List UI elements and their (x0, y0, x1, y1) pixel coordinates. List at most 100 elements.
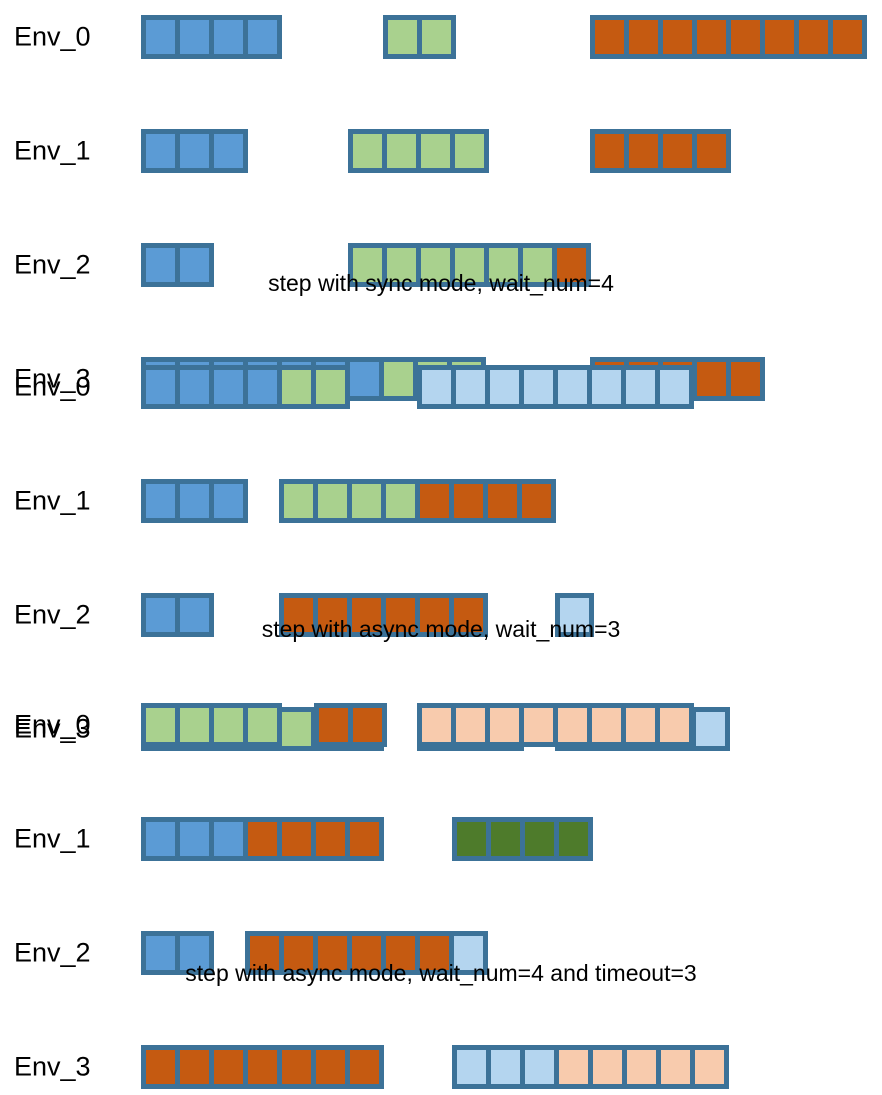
timeline-cell-green[interactable] (284, 483, 313, 518)
timeline-cell-green[interactable] (353, 133, 382, 168)
timeline-bar[interactable] (383, 14, 456, 59)
timeline-cell-peach[interactable] (456, 707, 485, 742)
timeline-cell-orange[interactable] (386, 597, 415, 632)
timeline-cell-lightblue[interactable] (525, 1049, 554, 1084)
timeline-cell-blue[interactable] (248, 369, 277, 404)
timeline-cell-orange[interactable] (799, 19, 828, 54)
timeline-cell-lightblue[interactable] (422, 369, 451, 404)
timeline-bar[interactable] (452, 816, 593, 861)
timeline-bar[interactable] (555, 592, 594, 637)
timeline-cell-orange[interactable] (663, 133, 692, 168)
timeline-cell-green[interactable] (387, 133, 416, 168)
timeline-cell-blue[interactable] (180, 483, 209, 518)
timeline-cell-orange[interactable] (146, 1049, 175, 1084)
timeline-cell-blue[interactable] (180, 19, 209, 54)
timeline-cell-green[interactable] (353, 247, 382, 282)
timeline-cell-orange[interactable] (248, 821, 277, 856)
timeline-bar[interactable] (279, 478, 556, 523)
timeline-cell-blue[interactable] (214, 483, 243, 518)
timeline-cell-orange[interactable] (731, 361, 760, 396)
timeline-bar[interactable] (348, 128, 489, 173)
timeline-bar[interactable] (141, 128, 248, 173)
timeline-cell-orange[interactable] (697, 133, 726, 168)
timeline-cell-orange[interactable] (214, 1049, 243, 1084)
timeline-cell-orange[interactable] (250, 935, 279, 970)
timeline-cell-orange[interactable] (282, 821, 311, 856)
timeline-cell-blue[interactable] (180, 369, 209, 404)
timeline-cell-orange[interactable] (420, 935, 449, 970)
timeline-bar[interactable] (348, 242, 591, 287)
timeline-cell-orange[interactable] (420, 597, 449, 632)
timeline-cell-orange[interactable] (420, 483, 449, 518)
timeline-cell-blue[interactable] (248, 19, 277, 54)
timeline-cell-blue[interactable] (214, 19, 243, 54)
timeline-cell-green[interactable] (421, 247, 450, 282)
timeline-cell-green[interactable] (422, 19, 451, 54)
timeline-cell-blue[interactable] (180, 597, 209, 632)
timeline-bar[interactable] (245, 930, 488, 975)
timeline-cell-orange[interactable] (319, 707, 348, 742)
timeline-cell-green[interactable] (455, 247, 484, 282)
timeline-cell-blue[interactable] (180, 821, 209, 856)
timeline-cell-peach[interactable] (422, 707, 451, 742)
timeline-cell-orange[interactable] (697, 19, 726, 54)
timeline-cell-peach[interactable] (558, 707, 587, 742)
timeline-cell-blue[interactable] (146, 821, 175, 856)
timeline-cell-blue[interactable] (214, 821, 243, 856)
timeline-cell-orange[interactable] (352, 597, 381, 632)
timeline-cell-green[interactable] (388, 19, 417, 54)
timeline-cell-orange[interactable] (488, 483, 517, 518)
timeline-cell-orange[interactable] (282, 1049, 311, 1084)
timeline-cell-orange[interactable] (350, 821, 379, 856)
timeline-cell-orange[interactable] (318, 597, 347, 632)
timeline-cell-lightblue[interactable] (626, 369, 655, 404)
timeline-cell-green[interactable] (523, 247, 552, 282)
timeline-cell-orange[interactable] (629, 133, 658, 168)
timeline-bar[interactable] (417, 364, 694, 409)
timeline-cell-peach[interactable] (524, 707, 553, 742)
timeline-bar[interactable] (141, 478, 248, 523)
timeline-cell-peach[interactable] (627, 1049, 656, 1084)
timeline-bar[interactable] (141, 930, 214, 975)
timeline-cell-orange[interactable] (248, 1049, 277, 1084)
timeline-cell-darkgreen[interactable] (491, 821, 520, 856)
timeline-cell-lightblue[interactable] (592, 369, 621, 404)
timeline-bar[interactable] (590, 128, 731, 173)
timeline-cell-orange[interactable] (765, 19, 794, 54)
timeline-bar[interactable] (141, 242, 214, 287)
timeline-bar[interactable] (452, 1044, 729, 1089)
timeline-cell-blue[interactable] (180, 935, 209, 970)
timeline-cell-green[interactable] (180, 707, 209, 742)
timeline-cell-green[interactable] (386, 483, 415, 518)
timeline-cell-orange[interactable] (629, 19, 658, 54)
timeline-cell-orange[interactable] (833, 19, 862, 54)
timeline-cell-orange[interactable] (697, 361, 726, 396)
timeline-cell-blue[interactable] (146, 133, 175, 168)
timeline-cell-blue[interactable] (146, 369, 175, 404)
timeline-cell-lightblue[interactable] (558, 369, 587, 404)
timeline-cell-orange[interactable] (284, 935, 313, 970)
timeline-bar[interactable] (141, 364, 350, 409)
timeline-cell-peach[interactable] (661, 1049, 690, 1084)
timeline-cell-orange[interactable] (595, 19, 624, 54)
timeline-cell-green[interactable] (248, 707, 277, 742)
timeline-cell-lightblue[interactable] (560, 597, 589, 632)
timeline-cell-lightblue[interactable] (456, 369, 485, 404)
timeline-cell-darkgreen[interactable] (525, 821, 554, 856)
timeline-cell-orange[interactable] (353, 707, 382, 742)
timeline-bar[interactable] (417, 702, 694, 747)
timeline-cell-orange[interactable] (454, 483, 483, 518)
timeline-cell-green[interactable] (384, 361, 413, 396)
timeline-cell-green[interactable] (387, 247, 416, 282)
timeline-cell-peach[interactable] (626, 707, 655, 742)
timeline-cell-orange[interactable] (352, 935, 381, 970)
timeline-cell-blue[interactable] (214, 369, 243, 404)
timeline-cell-orange[interactable] (595, 133, 624, 168)
timeline-cell-orange[interactable] (180, 1049, 209, 1084)
timeline-cell-orange[interactable] (663, 19, 692, 54)
timeline-cell-lightblue[interactable] (491, 1049, 520, 1084)
timeline-cell-lightblue[interactable] (490, 369, 519, 404)
timeline-cell-lightblue[interactable] (457, 1049, 486, 1084)
timeline-cell-orange[interactable] (557, 247, 586, 282)
timeline-bar[interactable] (141, 14, 282, 59)
